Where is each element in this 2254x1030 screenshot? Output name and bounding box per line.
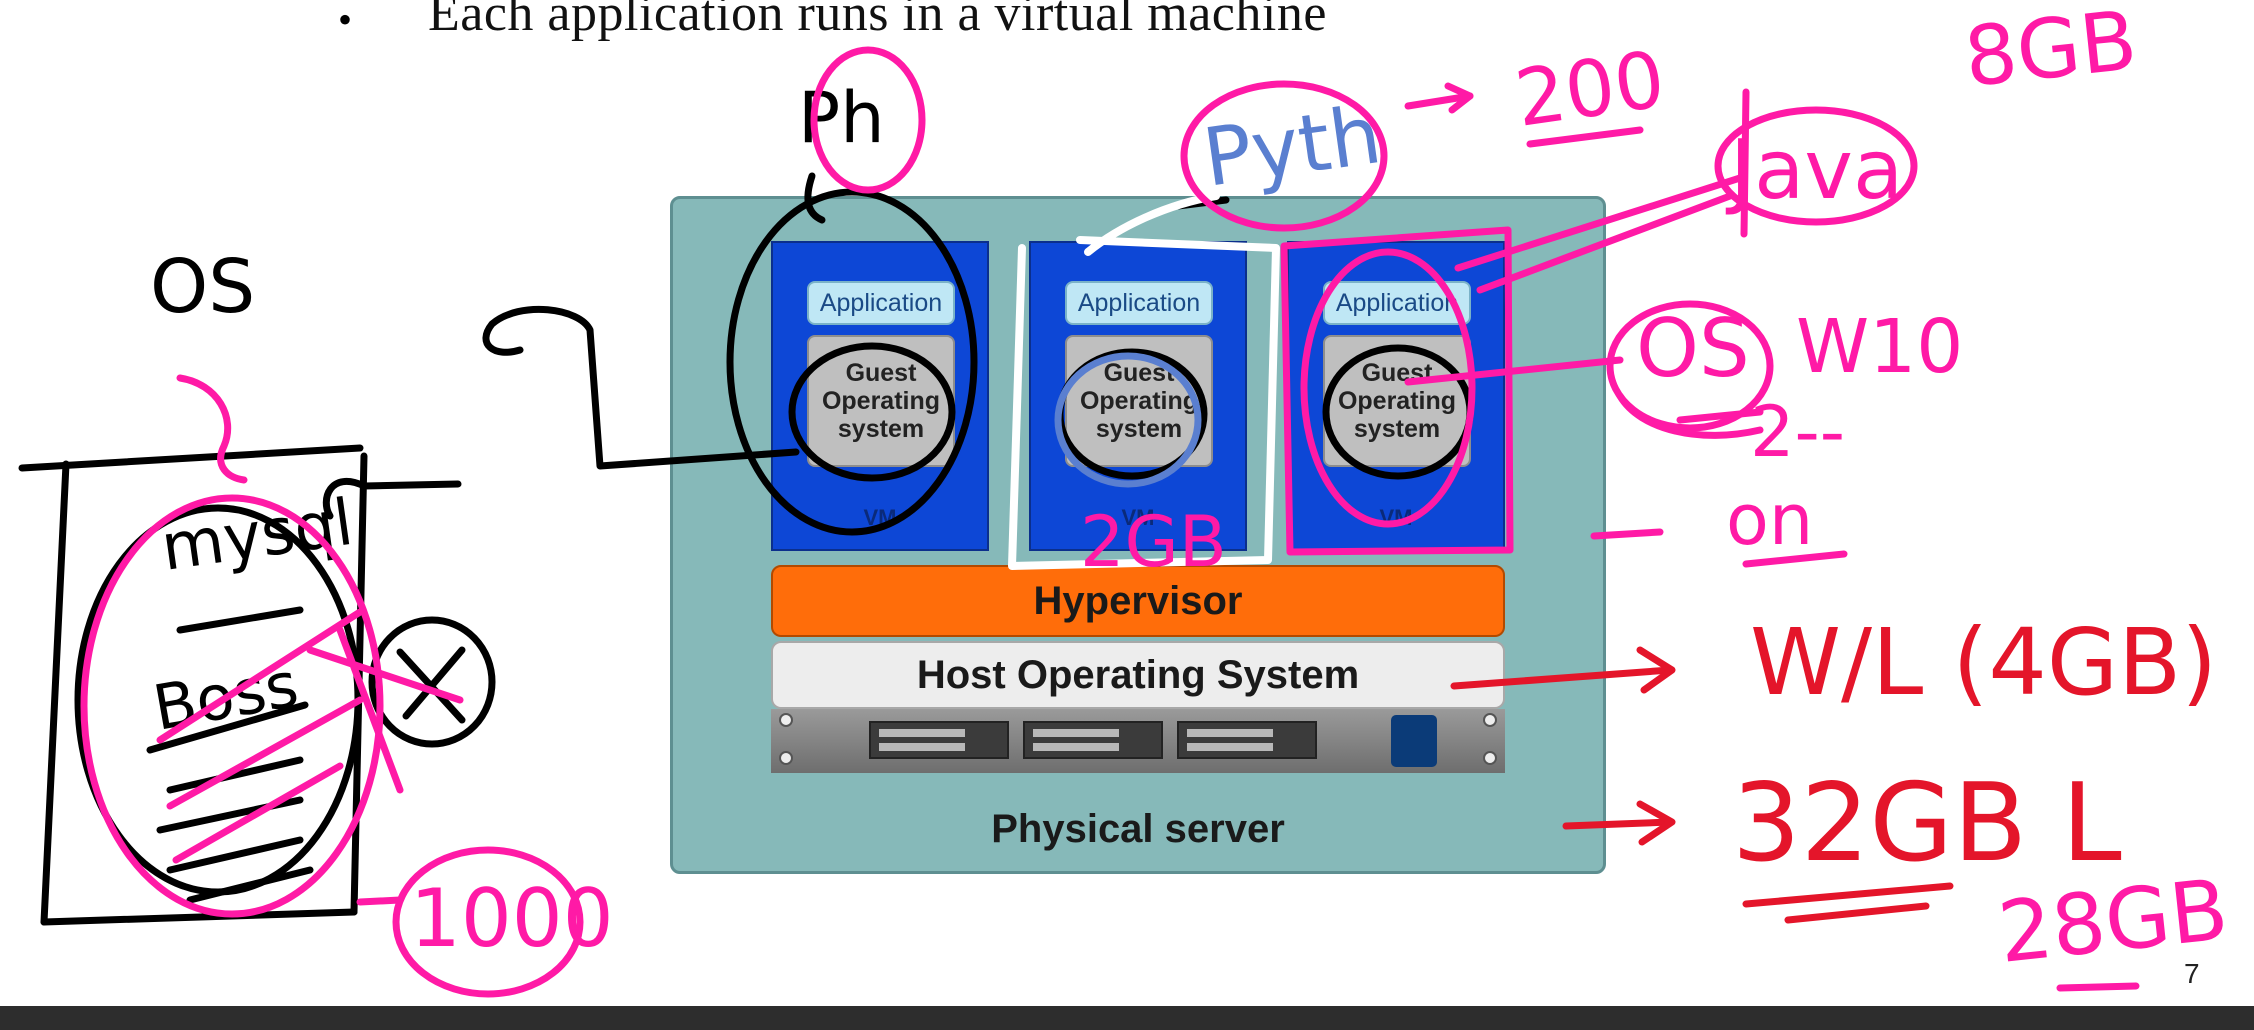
hw-java-text: Java (1725, 123, 1903, 218)
hw-ph-text: Ph (798, 77, 885, 159)
hw-1000-text: 1000 (410, 872, 614, 965)
page-number: 7 (2184, 958, 2200, 989)
vm-box-1: Application Guest Operating system VM (771, 241, 989, 551)
physical-server-diagram: Application Guest Operating system VM Ap… (670, 196, 1606, 874)
screw-icon (779, 713, 793, 727)
server-hardware (771, 709, 1505, 773)
vm3-application: Application (1323, 281, 1471, 325)
screw-icon (779, 751, 793, 765)
vm-box-2: Application Guest Operating system VM (1029, 241, 1247, 551)
power-button-icon (1391, 715, 1437, 767)
bottom-bar (0, 1006, 2254, 1030)
drive-bay-icon (869, 721, 1009, 759)
hw-boss-text: Boss (148, 648, 304, 745)
vm1-label: VM (863, 505, 897, 530)
vm1-guest-os: Guest Operating system (807, 335, 955, 467)
vm2-guest-os: Guest Operating system (1065, 335, 1213, 467)
hypervisor-layer: Hypervisor (771, 565, 1505, 637)
hw-w10-text: W10 (1796, 304, 1963, 390)
hw-200-text: 200 (1510, 35, 1670, 145)
hw-two-text: 2-- (1750, 391, 1845, 473)
hw-32gb-text: 32GB L (1732, 761, 2122, 886)
vm3-guest-os: Guest Operating system (1323, 335, 1471, 467)
drive-bay-icon (1023, 721, 1163, 759)
screw-icon (1483, 751, 1497, 765)
vm-box-3: Application Guest Operating system VM (1287, 241, 1505, 551)
physical-server-label: Physical server (991, 807, 1285, 851)
hw-os-box-text: OS (1636, 302, 1750, 395)
screw-icon (1483, 713, 1497, 727)
hw-on-text: on (1726, 479, 1813, 561)
hw-mysql-text: mysql (157, 486, 357, 586)
hw-os-text: OS (150, 244, 255, 330)
slide-bullet-text: Each application runs in a virtual machi… (428, 0, 1327, 42)
hw-8gb-text: 8GB (1960, 0, 2141, 106)
vm3-label: VM (1379, 505, 1413, 530)
bullet-dot: • (338, 0, 353, 42)
vm2-application: Application (1065, 281, 1213, 325)
hw-wl-4gb-text: W/L (4GB) (1750, 609, 2217, 716)
host-os-layer: Host Operating System (771, 641, 1505, 709)
hw-python-text: Pyth (1198, 88, 1387, 205)
vm1-application: Application (807, 281, 955, 325)
vm2-label: VM (1121, 505, 1155, 530)
drive-bay-icon (1177, 721, 1317, 759)
